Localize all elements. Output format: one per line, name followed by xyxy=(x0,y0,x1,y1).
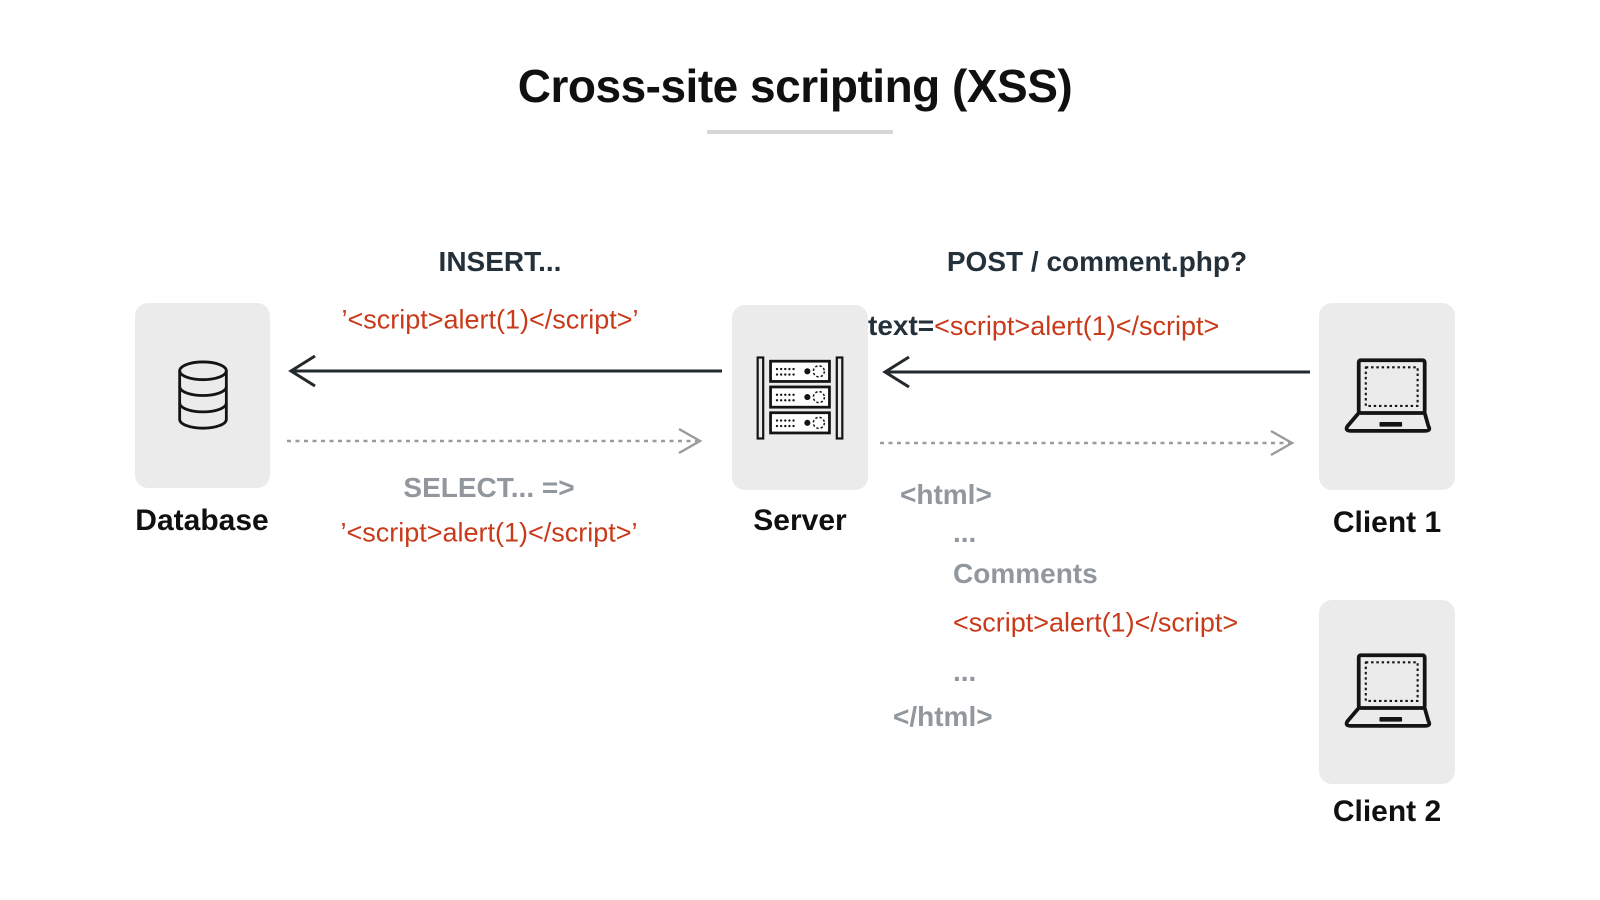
post-payload-text: <script>alert(1)</script> xyxy=(934,311,1220,341)
insert-arrow xyxy=(288,354,722,388)
insert-payload-text: ’<script>alert(1)</script>’ xyxy=(341,304,639,335)
select-query-label: SELECT... => xyxy=(403,472,575,503)
title-underline xyxy=(707,130,893,134)
code-line: <html> xyxy=(900,479,992,510)
post-arrow xyxy=(882,355,1310,389)
post-param-name: text= xyxy=(868,310,935,341)
select-arrow xyxy=(287,427,703,455)
database-label: Database xyxy=(135,504,269,537)
laptop-icon xyxy=(1344,653,1432,728)
code-line: Comments xyxy=(953,558,1098,589)
post-request-label: POST / comment.php? xyxy=(946,246,1248,277)
code-line: ... xyxy=(953,517,977,548)
database-cylinder-icon xyxy=(177,360,228,430)
database-node xyxy=(135,303,270,488)
server-label: Server xyxy=(753,504,847,537)
page-title: Cross-site scripting (XSS) xyxy=(517,60,1073,112)
laptop-icon xyxy=(1344,357,1432,433)
client1-node xyxy=(1319,303,1455,490)
post-body-line: text=<script>alert(1)</script> xyxy=(868,310,1219,342)
client2-label: Client 2 xyxy=(1332,795,1442,828)
insert-query-label: INSERT... xyxy=(438,246,562,277)
response-arrow xyxy=(880,429,1295,457)
code-line: </html> xyxy=(893,701,993,732)
client1-label: Client 1 xyxy=(1332,506,1442,539)
client2-node xyxy=(1319,600,1455,784)
code-line-injected-script: <script>alert(1)</script> xyxy=(953,607,1239,638)
server-rack-icon xyxy=(756,355,844,440)
server-node xyxy=(732,305,868,490)
code-line: ... xyxy=(953,656,977,687)
select-payload-text: ’<script>alert(1)</script>’ xyxy=(340,517,638,548)
